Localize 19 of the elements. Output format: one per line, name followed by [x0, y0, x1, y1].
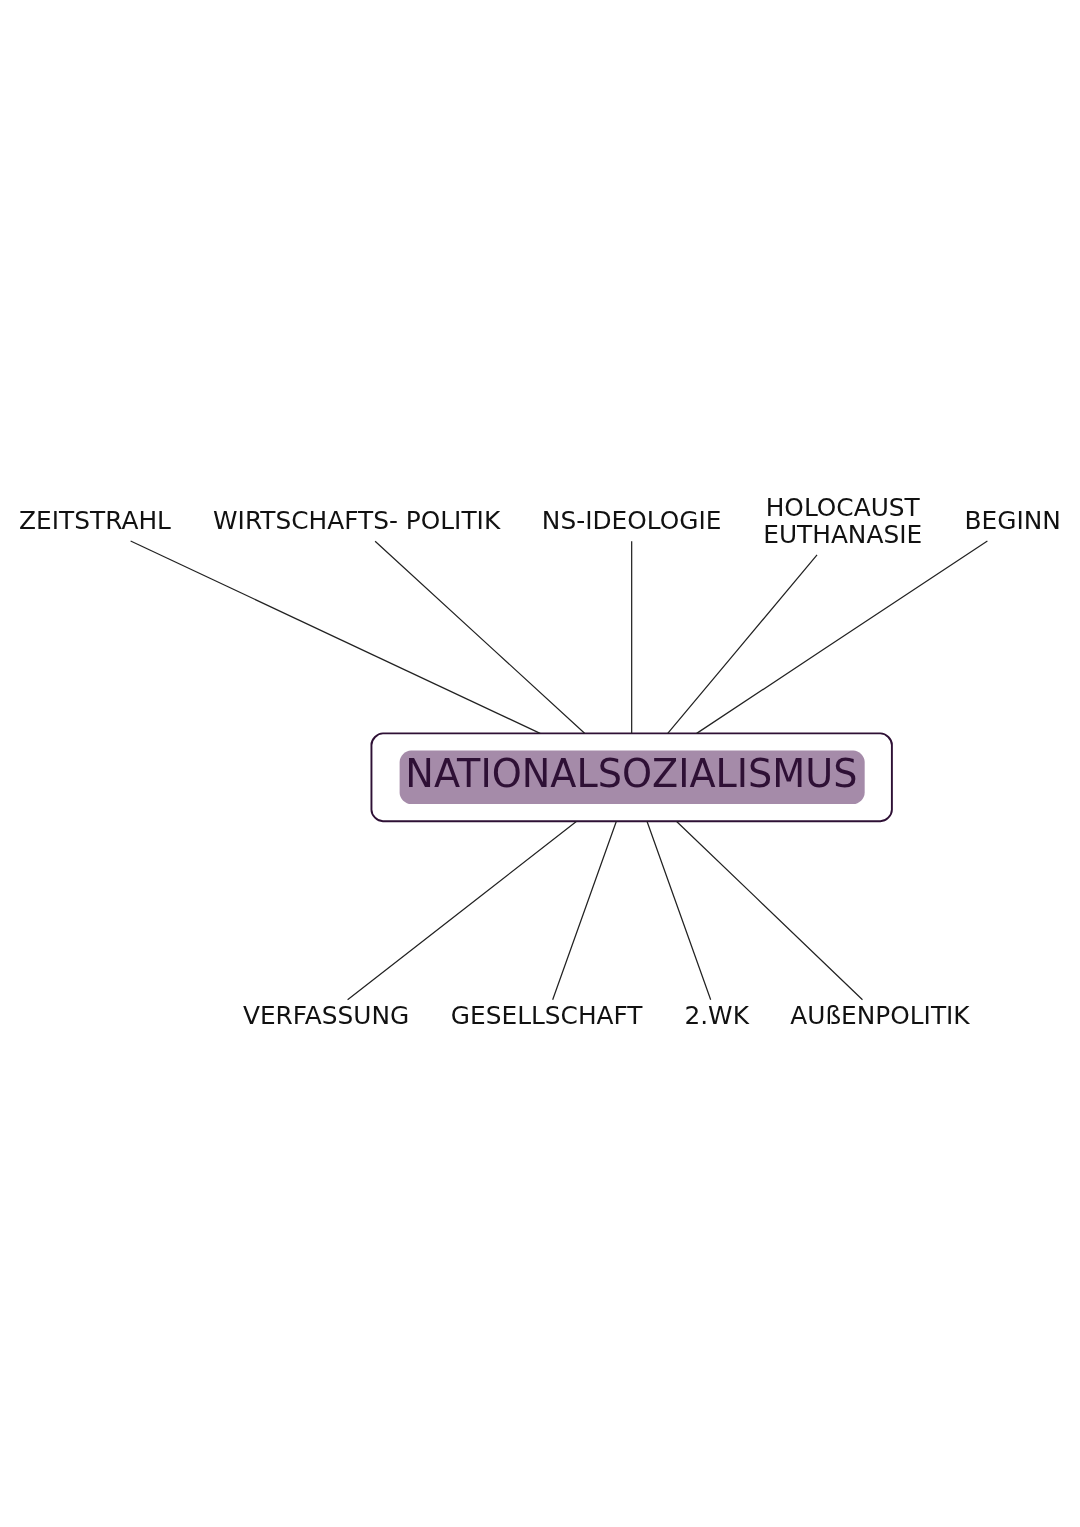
connector	[552, 820, 617, 1001]
connector	[347, 820, 577, 1001]
node-text: WIRTSCHAFTS- POLITIK	[213, 506, 501, 536]
node-text: ZEITSTRAHL	[19, 506, 171, 536]
connector	[676, 820, 864, 1001]
node-text: AUßENPOLITIK	[790, 1000, 970, 1030]
node-text: HOLOCAUST EUTHANASIE	[763, 492, 923, 550]
connector	[646, 820, 712, 1001]
node-text: NS-IDEOLOGIE	[541, 506, 722, 536]
connector	[631, 540, 633, 734]
connector	[130, 540, 541, 734]
connector	[696, 540, 988, 734]
node-text: GESELLSCHAFT	[450, 1000, 643, 1030]
node-text: BEGINN	[964, 506, 1061, 536]
node-text: 2.WK	[684, 1000, 749, 1030]
node-box: NATIONALSOZIALISMUS	[370, 732, 893, 823]
connector	[374, 540, 586, 734]
node-text: VERFASSUNG	[242, 1000, 410, 1030]
connector	[667, 554, 818, 734]
